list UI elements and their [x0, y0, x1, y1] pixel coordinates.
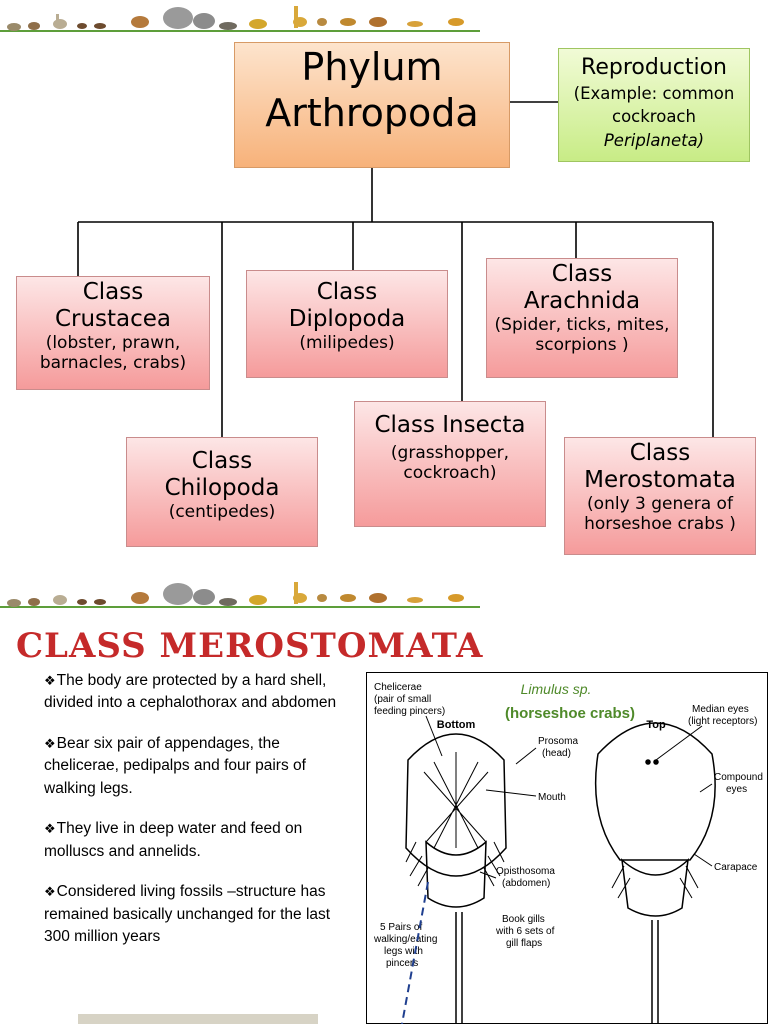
bullet-text: The body are protected by a hard shell, … — [44, 672, 337, 712]
bottom-view-label: Bottom — [437, 719, 476, 731]
top-view-label: Top — [646, 719, 666, 731]
species-label: Limulus sp. — [521, 681, 592, 697]
label-compound-eyes: eyes — [726, 784, 747, 795]
diamond-bullet-icon: ❖ — [44, 673, 56, 688]
phylum-arthropoda-box: Phylum Arthropoda — [234, 42, 510, 168]
label-legs: pincers — [386, 958, 418, 969]
label-book-gills: gill flaps — [506, 938, 542, 949]
reproduction-line2: cockroach — [612, 107, 696, 127]
class-title: Class Insecta — [374, 412, 526, 438]
label-compound-eyes: Compound — [714, 772, 763, 783]
bullet-text: Bear six pair of appendages, the chelice… — [44, 734, 306, 797]
class-title: Diplopoda — [288, 306, 406, 333]
crab-bottom-view-icon — [405, 733, 507, 1024]
diamond-bullet-icon: ❖ — [44, 884, 56, 900]
label-legs: walking/eating — [373, 934, 437, 945]
reproduction-line1: (Example: common — [573, 83, 735, 103]
slide-merostomata: Class Merostomata ❖The body are protecte… — [0, 560, 768, 1024]
bullet-item: ❖They live in deep water and feed on mol… — [44, 818, 354, 863]
class-arachnida-box: Class Arachnida (Spider, ticks, mites, s… — [486, 258, 678, 378]
label-median-eyes: Median eyes — [692, 704, 749, 715]
label-opisthosoma: Opisthosoma — [496, 866, 555, 877]
label-chelicerae: feeding pincers) — [374, 706, 445, 717]
class-description: barnacles, crabs) — [39, 353, 187, 374]
class-description: (lobster, prawn, — [45, 333, 181, 354]
class-description: scorpions ) — [535, 335, 629, 356]
class-title: Crustacea — [54, 306, 172, 333]
label-legs: 5 Pairs of — [380, 922, 422, 933]
chart-connector-lines — [77, 101, 714, 437]
label-book-gills: Book gills — [502, 914, 545, 925]
class-title: Class — [316, 279, 378, 305]
class-diplopoda-box: Class Diplopoda (milipedes) — [246, 270, 448, 378]
slide-title: Class Merostomata — [16, 626, 484, 666]
label-prosoma: Prosoma — [538, 736, 578, 747]
label-chelicerae: Chelicerae — [374, 682, 422, 693]
bullet-text: Considered living fossils –structure has… — [44, 883, 331, 946]
class-title: Class — [82, 279, 144, 305]
class-title: Class — [191, 448, 253, 474]
root-title-line2: Arthropoda — [265, 90, 479, 135]
label-chelicerae: (pair of small — [374, 694, 431, 705]
bullet-item: ❖Considered living fossils –structure ha… — [44, 881, 354, 948]
class-description: cockroach) — [403, 463, 497, 484]
class-description: (Spider, ticks, mites, — [494, 315, 670, 336]
label-mouth: Mouth — [538, 792, 566, 803]
slide-arthropoda-chart: Phylum Arthropoda Reproduction (Example:… — [0, 0, 756, 555]
label-median-eyes: (light receptors) — [688, 716, 757, 727]
bullet-list: ❖The body are protected by a hard shell,… — [44, 670, 354, 967]
label-prosoma: (head) — [542, 748, 571, 759]
class-merostomata-box: Class Merostomata (only 3 genera of hors… — [564, 437, 756, 555]
label-legs: legs with — [384, 946, 423, 957]
diamond-bullet-icon: ❖ — [44, 735, 56, 751]
class-description: (grasshopper, — [390, 443, 510, 464]
class-description: (only 3 genera of — [587, 494, 733, 515]
class-description: horseshoe crabs ) — [584, 514, 736, 535]
common-name-label: (horseshoe crabs) — [505, 705, 635, 722]
label-book-gills: with 6 sets of — [495, 926, 555, 937]
label-opisthosoma: (abdomen) — [502, 878, 550, 889]
root-title-line1: Phylum — [301, 45, 443, 89]
bullet-item: ❖Bear six pair of appendages, the chelic… — [44, 733, 354, 800]
reproduction-title: Reproduction — [581, 55, 727, 80]
class-chilopoda-box: Class Chilopoda (centipedes) — [126, 437, 318, 547]
horseshoe-crab-diagram: Limulus sp. (horseshoe crabs) Bottom — [366, 672, 768, 1024]
class-insecta-box: Class Insecta (grasshopper, cockroach) — [354, 401, 546, 527]
bullet-item: ❖The body are protected by a hard shell,… — [44, 670, 354, 715]
bullet-text: They live in deep water and feed on moll… — [44, 820, 303, 860]
reproduction-box: Reproduction (Example: common cockroach … — [558, 48, 750, 162]
class-title: Chilopoda — [164, 475, 280, 502]
animal-banner-icon — [0, 0, 480, 36]
class-title: Class — [551, 261, 613, 287]
class-crustacea-box: Class Crustacea (lobster, prawn, barnacl… — [16, 276, 210, 390]
animal-banner-icon — [0, 572, 480, 608]
horseshoe-crab-photo — [78, 1014, 318, 1024]
reproduction-line3: Periplaneta) — [603, 131, 705, 151]
class-title: Arachnida — [523, 288, 641, 315]
crab-top-view-icon — [594, 722, 716, 1024]
diamond-bullet-icon: ❖ — [44, 821, 56, 837]
class-description: (centipedes) — [168, 502, 276, 523]
label-carapace: Carapace — [714, 862, 758, 873]
class-description: (milipedes) — [299, 333, 395, 354]
class-title: Merostomata — [584, 467, 736, 494]
class-title: Class — [629, 440, 691, 466]
